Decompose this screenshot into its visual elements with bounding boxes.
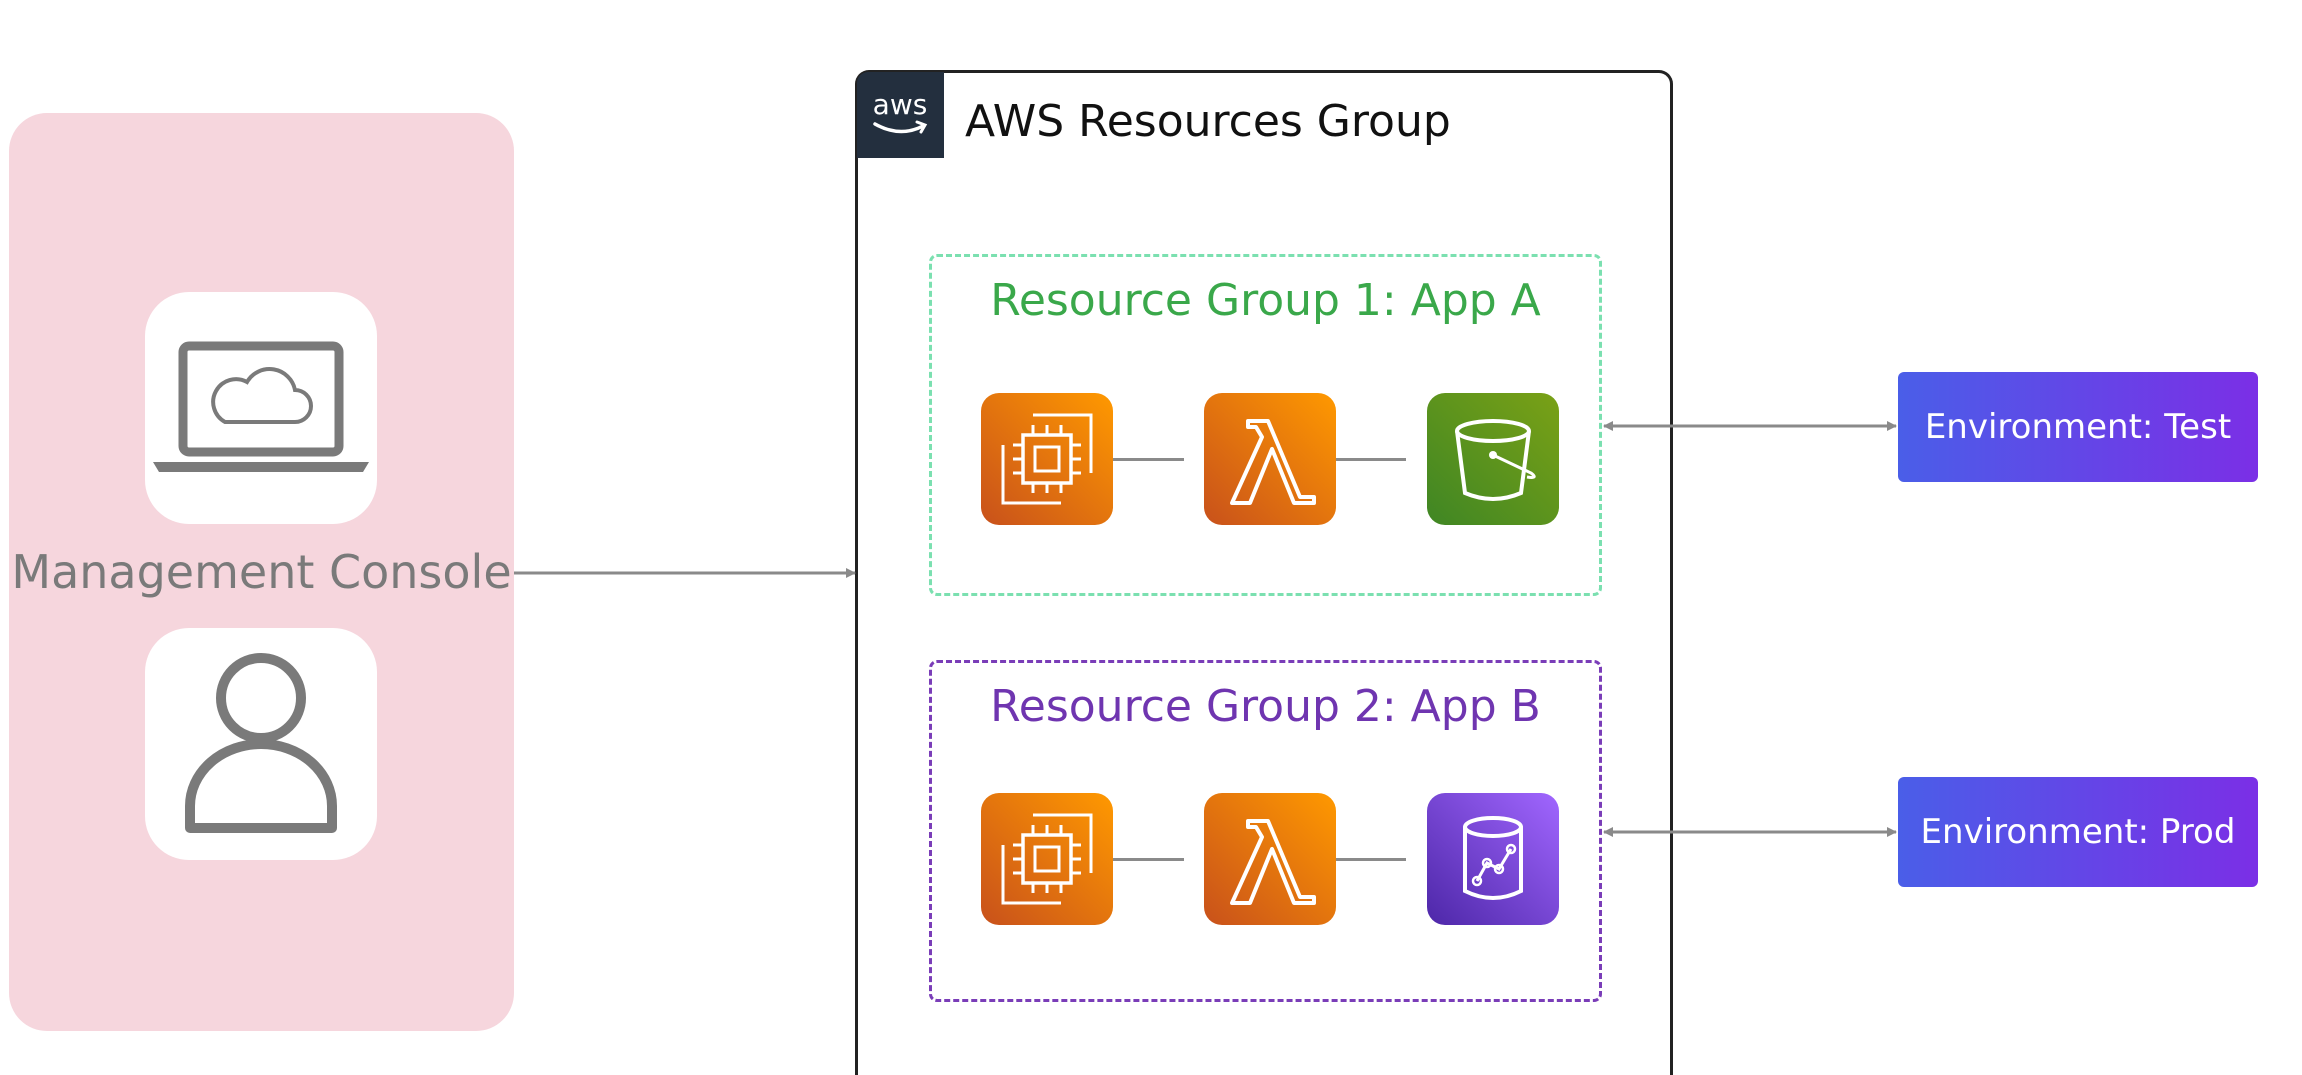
- management-console-panel: Management Console: [9, 113, 514, 1031]
- connector-line: [1093, 458, 1184, 461]
- resource-group-2-title: Resource Group 2: App B: [990, 681, 1541, 732]
- ec2-icon: [981, 793, 1113, 925]
- environment-prod-box: Environment: Prod: [1898, 777, 2258, 887]
- resource-group-1-title: Resource Group 1: App A: [990, 275, 1541, 326]
- s3-bucket-icon: [1427, 393, 1559, 525]
- resource-group-1: Resource Group 1: App A: [929, 254, 1602, 596]
- ec2-icon: [981, 393, 1113, 525]
- aws-group-title: AWS Resources Group: [965, 96, 1451, 147]
- laptop-cloud-icon: [145, 292, 377, 524]
- lambda-icon: [1204, 393, 1336, 525]
- user-icon: [145, 628, 377, 860]
- aws-logo-text: aws: [873, 88, 928, 121]
- aws-logo-icon: aws: [857, 72, 944, 158]
- environment-test-box: Environment: Test: [1898, 372, 2258, 482]
- lambda-icon: [1204, 793, 1336, 925]
- resource-group-2: Resource Group 2: App B: [929, 660, 1602, 1002]
- connector-line: [1315, 458, 1406, 461]
- management-console-label: Management Console: [11, 545, 512, 599]
- database-icon: [1427, 793, 1559, 925]
- connector-line: [1315, 858, 1406, 861]
- connector-line: [1093, 858, 1184, 861]
